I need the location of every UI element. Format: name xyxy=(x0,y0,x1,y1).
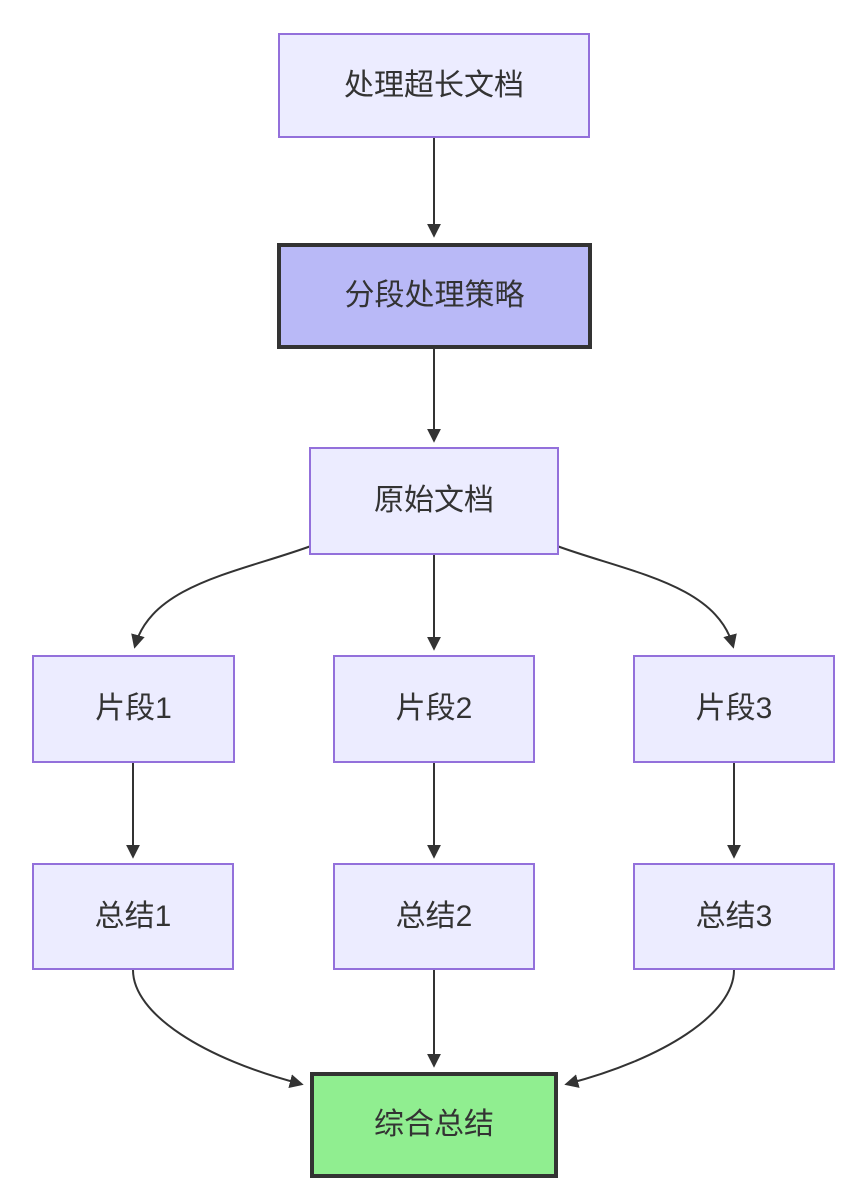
node-original-document: 原始文档 xyxy=(309,447,559,555)
node-summary-2: 总结2 xyxy=(333,863,535,970)
node-original-document-label: 原始文档 xyxy=(374,484,494,517)
edge-original-to-fragment1 xyxy=(131,545,312,649)
node-fragment-2: 片段2 xyxy=(333,655,535,763)
node-summary-1: 总结1 xyxy=(32,863,234,970)
node-segmentation-strategy-label: 分段处理策略 xyxy=(344,279,525,312)
edge-summary3-to-final xyxy=(564,969,735,1088)
node-fragment-3: 片段3 xyxy=(633,655,835,763)
edge-summary1-to-final xyxy=(132,969,304,1088)
node-final-summary-label: 综合总结 xyxy=(374,1108,494,1141)
node-summary-2-label: 总结2 xyxy=(395,899,473,933)
node-summary-1-label: 总结1 xyxy=(94,899,172,933)
node-summary-3-label: 总结3 xyxy=(695,899,773,933)
node-final-summary: 综合总结 xyxy=(310,1072,558,1178)
node-process-long-document-label: 处理超长文档 xyxy=(344,68,524,102)
node-summary-3: 总结3 xyxy=(633,863,835,970)
node-segmentation-strategy: 分段处理策略 xyxy=(277,243,592,349)
node-fragment-1: 片段1 xyxy=(32,655,235,763)
node-fragment-2-label: 片段2 xyxy=(395,692,473,725)
node-fragment-3-label: 片段3 xyxy=(695,692,773,725)
node-process-long-document: 处理超长文档 xyxy=(278,33,590,138)
node-fragment-1-label: 片段1 xyxy=(95,692,172,725)
edge-original-to-fragment3 xyxy=(556,545,737,649)
